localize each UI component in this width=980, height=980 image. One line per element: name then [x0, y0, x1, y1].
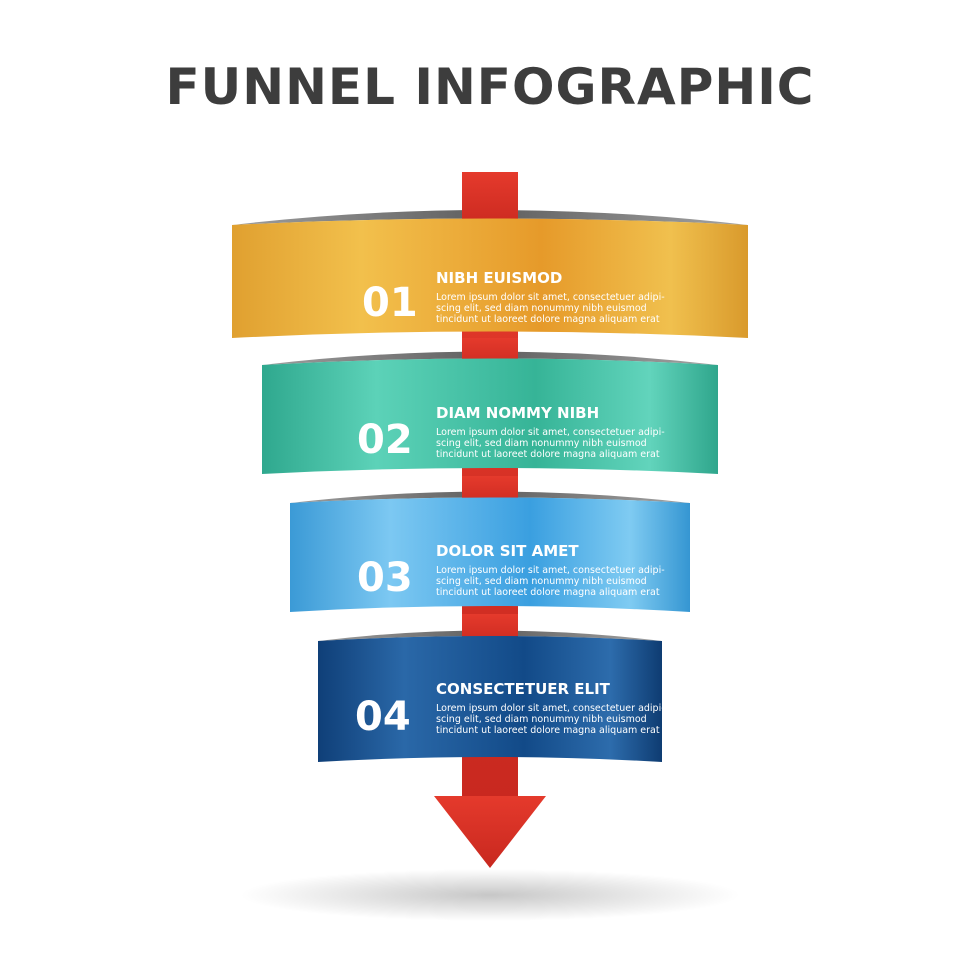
funnel-tier-4: 04 CONSECTETUER ELIT Lorem ipsum dolor s… [318, 614, 665, 762]
funnel-tier-3: 03 DOLOR SIT AMET Lorem ipsum dolor sit … [290, 476, 690, 612]
tier-3-line-1: Lorem ipsum dolor sit amet, consectetuer… [436, 565, 665, 576]
funnel-tier-1: 01 NIBH EUISMOD Lorem ipsum dolor sit am… [232, 172, 748, 338]
funnel-tier-2: 02 DIAM NOMMY NIBH Lorem ipsum dolor sit… [262, 338, 718, 474]
tier-1-line-2: scing elit, sed diam nonummy nibh euismo… [436, 303, 647, 314]
tier-4-title: CONSECTETUER ELIT [436, 680, 611, 698]
tier-2-number: 02 [357, 417, 413, 463]
tier-4-band [318, 636, 662, 762]
tier-3-number: 03 [357, 555, 413, 601]
tier-4-number: 04 [355, 694, 411, 740]
tier-3-title: DOLOR SIT AMET [436, 542, 579, 560]
tier-4-line-2: scing elit, sed diam nonummy nibh euismo… [436, 714, 647, 725]
tier-1-line-1: Lorem ipsum dolor sit amet, consectetuer… [436, 292, 665, 303]
tier-4-line-3: tincidunt ut laoreet dolore magna aliqua… [436, 725, 660, 736]
tier-2-band [262, 358, 718, 474]
tier-2-title: DIAM NOMMY NIBH [436, 404, 599, 422]
tier-2-line-1: Lorem ipsum dolor sit amet, consectetuer… [436, 427, 665, 438]
tier-3-band [290, 497, 690, 612]
tier-1-number: 01 [362, 280, 418, 326]
infographic-title: FUNNEL INFOGRAPHIC [165, 58, 815, 116]
tier-2-line-2: scing elit, sed diam nonummy nibh euismo… [436, 438, 647, 449]
tier-3-line-3: tincidunt ut laoreet dolore magna aliqua… [436, 587, 660, 598]
tier-1-line-3: tincidunt ut laoreet dolore magna aliqua… [436, 314, 660, 325]
tier-1-band [232, 218, 748, 338]
tier-4-line-1: Lorem ipsum dolor sit amet, consectetuer… [436, 703, 665, 714]
down-arrow-icon [434, 796, 546, 868]
tier-1-title: NIBH EUISMOD [436, 269, 562, 287]
tier-2-line-3: tincidunt ut laoreet dolore magna aliqua… [436, 449, 660, 460]
ground-shadow [240, 869, 740, 921]
tier-3-line-2: scing elit, sed diam nonummy nibh euismo… [436, 576, 647, 587]
